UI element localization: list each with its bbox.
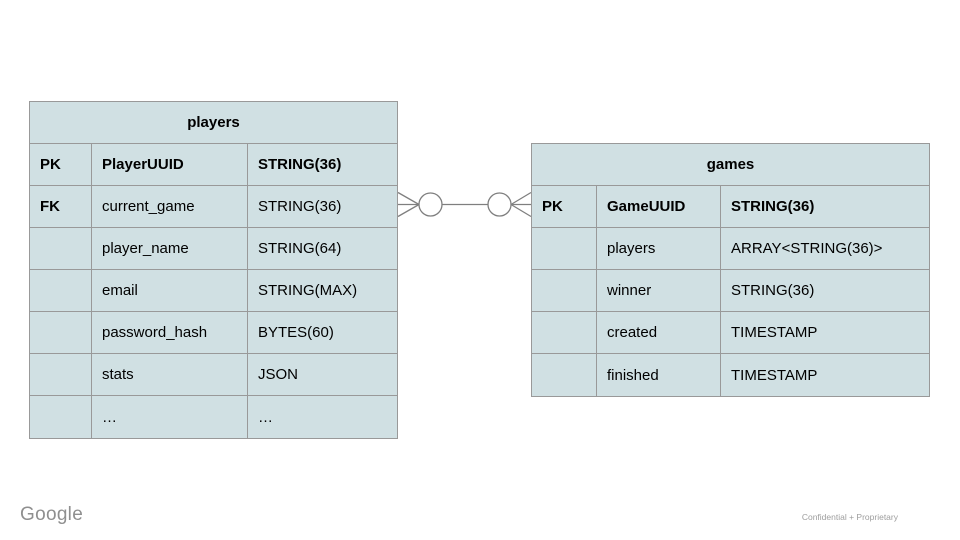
key-cell: PK — [30, 144, 92, 185]
field-cell: PlayerUUID — [92, 144, 248, 185]
key-cell — [30, 312, 92, 353]
entity-title-players: players — [30, 102, 397, 144]
type-cell: STRING(36) — [258, 198, 342, 215]
entity-row-player_name: player_name STRING(64) — [30, 228, 397, 270]
field-cell: current_game — [92, 186, 248, 227]
entity-row-ellipsis: …… — [30, 396, 397, 438]
entity-row-email: email STRING(MAX) — [30, 270, 397, 312]
key-cell — [30, 270, 92, 311]
crowfoot-left-bottom — [397, 203, 420, 218]
field-cell: email — [92, 270, 248, 311]
type-cell: STRING(64) — [258, 240, 342, 257]
field-cell: player_name — [92, 228, 248, 269]
key-cell — [30, 228, 92, 269]
key-cell — [532, 270, 597, 311]
type-cell: ARRAY<STRING(36)> — [731, 240, 883, 257]
field-cell: password_hash — [92, 312, 248, 353]
type-cell: STRING(36) — [731, 282, 815, 299]
key-cell — [532, 228, 597, 269]
entity-row-players: players ARRAY<STRING(36)> — [532, 228, 929, 270]
crowfoot-left-top — [397, 191, 420, 206]
field-cell: created — [597, 312, 721, 353]
entity-title-games: games — [532, 144, 929, 186]
type-cell: STRING(36) — [731, 198, 815, 215]
field-cell: … — [92, 396, 248, 438]
crowfoot-right-top — [510, 191, 532, 206]
optionality-circle-left — [418, 192, 443, 217]
key-cell: PK — [532, 186, 597, 227]
crowfoot-right-bottom — [510, 203, 532, 218]
key-cell — [30, 396, 92, 438]
optionality-circle-right — [487, 192, 512, 217]
entity-row-password_hash: password_hash BYTES(60) — [30, 312, 397, 354]
type-cell: TIMESTAMP — [731, 324, 818, 341]
key-cell — [532, 354, 597, 396]
field-cell: players — [597, 228, 721, 269]
entity-row-winner: winner STRING(36) — [532, 270, 929, 312]
entity-row-created: created TIMESTAMP — [532, 312, 929, 354]
type-cell: STRING(MAX) — [258, 282, 358, 299]
type-cell: BYTES(60) — [258, 324, 334, 341]
field-cell: GameUUID — [597, 186, 721, 227]
key-cell — [30, 354, 92, 395]
key-cell — [532, 312, 597, 353]
field-cell: winner — [597, 270, 721, 311]
type-cell: STRING(36) — [258, 156, 342, 173]
confidential-note: Confidential + Proprietary — [801, 512, 898, 522]
field-cell: finished — [597, 354, 721, 396]
entity-row-stats: stats JSON — [30, 354, 397, 396]
key-cell: FK — [30, 186, 92, 227]
field-cell: stats — [92, 354, 248, 395]
type-cell: TIMESTAMP — [731, 366, 818, 384]
type-cell: … — [258, 408, 273, 426]
google-logo: Google — [20, 504, 84, 525]
entity-row-finished: finished TIMESTAMP — [532, 354, 929, 396]
type-cell: JSON — [258, 366, 299, 383]
